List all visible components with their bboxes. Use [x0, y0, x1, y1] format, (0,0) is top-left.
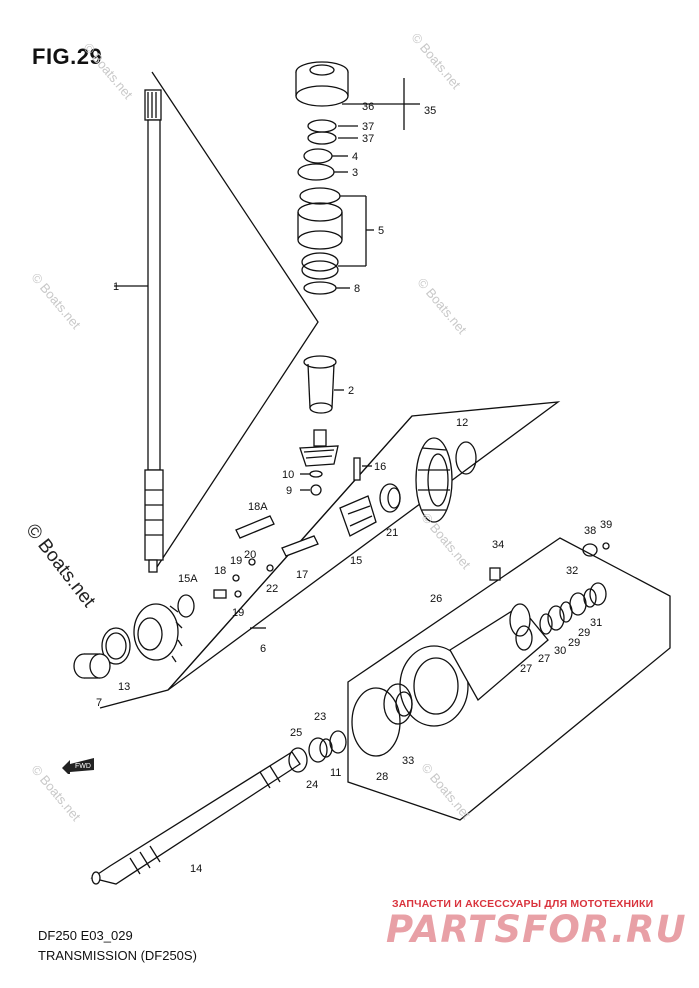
callout-10: 10: [282, 469, 294, 481]
callout-7: 7: [96, 697, 102, 709]
callout-27a: 27: [520, 663, 532, 675]
drive-shaft: [144, 89, 164, 573]
callout-13: 13: [118, 681, 130, 693]
callout-27b: 27: [538, 653, 550, 665]
forward-arrow-icon: FWD: [62, 758, 94, 774]
callout-4: 4: [352, 151, 358, 163]
callout-28: 28: [376, 771, 388, 783]
callout-22: 22: [266, 583, 278, 595]
callout-8: 8: [354, 283, 360, 295]
callout-24: 24: [306, 779, 318, 791]
callout-6: 6: [260, 643, 266, 655]
callout-29b: 29: [578, 627, 590, 639]
bevel-gear: [415, 437, 453, 523]
callout-33: 33: [402, 755, 414, 767]
callout-16: 16: [374, 461, 386, 473]
shift-rod: [235, 515, 319, 557]
callout-29a: 29: [568, 637, 580, 649]
reverse-gear: [133, 603, 183, 663]
callout-14: 14: [190, 863, 202, 875]
callout-15: 15: [350, 555, 362, 567]
callout-2: 2: [348, 385, 354, 397]
bearing-5: [297, 187, 343, 280]
figure-code: DF250 E03_029: [38, 928, 133, 943]
callout-17: 17: [296, 569, 308, 581]
callout-11: 11: [330, 767, 341, 779]
callout-1: 1: [113, 281, 119, 293]
needle-bearing-7: [73, 653, 111, 679]
callout-25: 25: [290, 727, 302, 739]
callout-30: 30: [554, 645, 566, 657]
callout-36: 36: [362, 101, 374, 113]
callout-21: 21: [386, 527, 398, 539]
fwd-label: FWD: [75, 763, 91, 770]
callout-37a: 37: [362, 121, 374, 133]
callout-3: 3: [352, 167, 358, 179]
ad-tagline: ЗАПЧАСТИ И АКСЕССУАРЫ ДЛЯ МОТОТЕХНИКИ: [392, 898, 654, 910]
callout-19a: 19: [230, 555, 242, 567]
callout-12: 12: [456, 417, 468, 429]
callout-19b: 19: [232, 607, 244, 619]
clutch-dog: [339, 495, 377, 537]
callout-26: 26: [430, 593, 442, 605]
callout-9: 9: [286, 485, 292, 497]
bearing-housing: [295, 61, 349, 107]
pinion-gear: [299, 429, 339, 467]
callout-23: 23: [314, 711, 326, 723]
callout-34: 34: [492, 539, 504, 551]
callout-20: 20: [244, 549, 256, 561]
ad-logo[interactable]: PARTSFOR.RU: [386, 908, 687, 951]
callout-38: 38: [584, 525, 596, 537]
callout-32: 32: [566, 565, 578, 577]
figure-name: TRANSMISSION (DF250S): [38, 948, 197, 963]
callout-39: 39: [600, 519, 612, 531]
group-outline-26: [347, 537, 671, 821]
sleeve-2: [303, 355, 337, 414]
callout-5: 5: [378, 225, 384, 237]
propeller-shaft: [90, 751, 301, 885]
callout-31: 31: [590, 617, 602, 629]
callout-15a: 15A: [178, 573, 198, 585]
callout-37b: 37: [362, 133, 374, 145]
figure-title: FIG.29: [32, 44, 103, 69]
callout-18a: 18A: [248, 501, 268, 513]
propeller-shaft-housing: [399, 603, 549, 727]
group-outline-upper: [151, 71, 319, 571]
callout-18: 18: [214, 565, 226, 577]
callout-35: 35: [424, 105, 436, 117]
callout-labels: 1 2 3 4 5 6 7 8 9 10 11 12 13 14 15 15A …: [96, 101, 612, 875]
